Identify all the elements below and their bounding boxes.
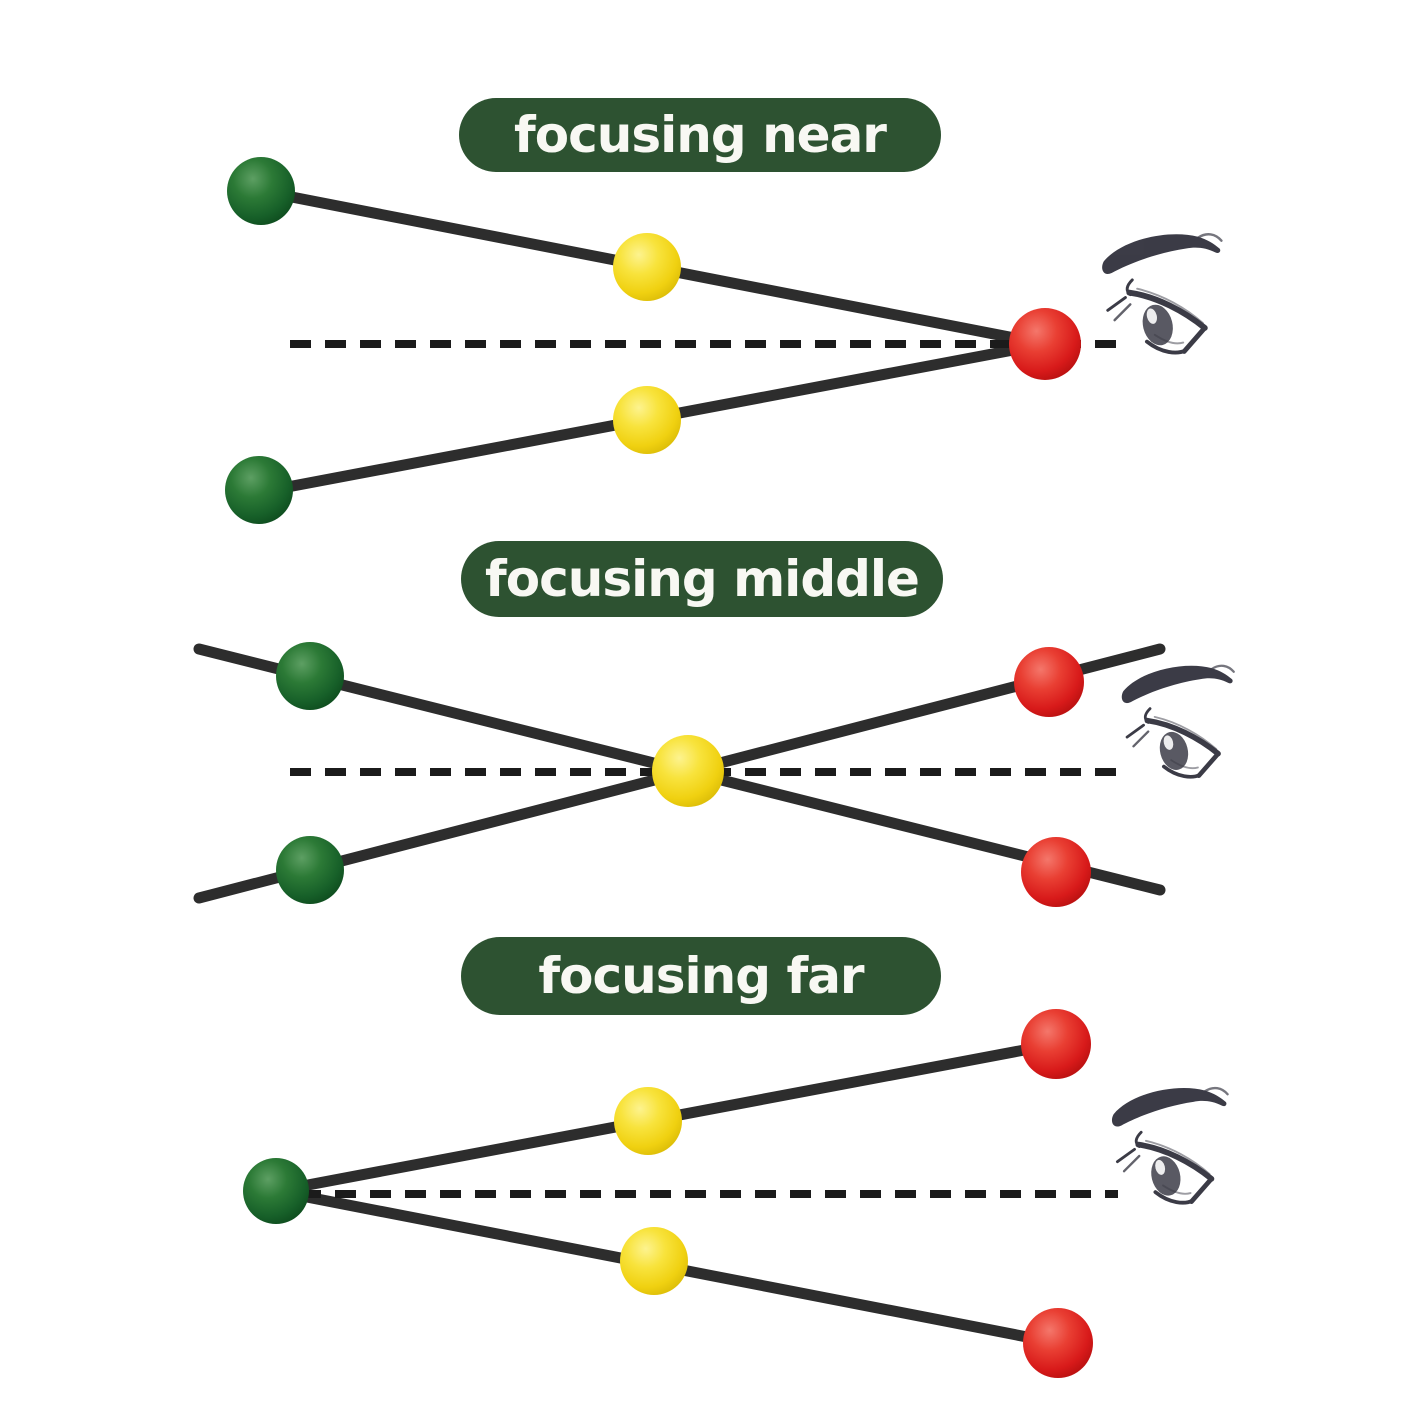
red-bead bbox=[1014, 647, 1084, 717]
red-bead bbox=[1009, 308, 1081, 380]
green-bead bbox=[225, 456, 293, 524]
outer-lash bbox=[1196, 751, 1221, 779]
green-bead bbox=[227, 157, 295, 225]
green-bead bbox=[243, 1158, 309, 1224]
upper-eyelid bbox=[1135, 1141, 1215, 1182]
green-bead bbox=[276, 642, 344, 710]
yellow-bead bbox=[613, 386, 681, 454]
panel-middle bbox=[193, 642, 1235, 907]
yellow-bead bbox=[652, 735, 724, 807]
panel-far bbox=[243, 1009, 1229, 1378]
eye-sketch bbox=[1111, 1086, 1229, 1205]
eyebrow-icon bbox=[1111, 1087, 1227, 1127]
panel-title-near-label: focusing near bbox=[514, 106, 887, 164]
panel-title-middle: focusing middle bbox=[461, 541, 943, 617]
iris-highlight bbox=[1146, 308, 1157, 324]
inner-corner-mark bbox=[1125, 723, 1145, 739]
eye-sketch bbox=[1102, 233, 1223, 355]
lower-eyelid bbox=[1162, 764, 1202, 779]
upper-eyelid-echo bbox=[1153, 715, 1218, 751]
yellow-bead bbox=[614, 1087, 682, 1155]
green-bead bbox=[276, 836, 344, 904]
panel-title-far: focusing far bbox=[461, 937, 941, 1015]
inner-corner-mark bbox=[1122, 1154, 1141, 1173]
inner-corner-mark bbox=[1132, 730, 1150, 748]
eyebrow-wisp bbox=[1203, 1086, 1229, 1096]
red-bead bbox=[1021, 837, 1091, 907]
eye-sketch bbox=[1121, 664, 1235, 779]
outer-lash bbox=[1189, 1176, 1214, 1204]
iris-highlight bbox=[1155, 1159, 1166, 1175]
lower-eyelid bbox=[1153, 1190, 1195, 1205]
upper-eyelid-echo bbox=[1144, 1139, 1211, 1176]
yellow-bead bbox=[613, 233, 681, 301]
eyebrow-wisp bbox=[1196, 233, 1223, 242]
lower-eyelid bbox=[1145, 339, 1188, 355]
eyebrow-icon bbox=[1121, 665, 1233, 704]
iris-highlight bbox=[1163, 735, 1174, 750]
eyebrow-wisp bbox=[1210, 664, 1235, 673]
panel-title-near: focusing near bbox=[459, 98, 941, 172]
panel-title-middle-label: focusing middle bbox=[485, 550, 920, 608]
panel-title-far-label: focusing far bbox=[538, 947, 864, 1005]
outer-lash bbox=[1181, 325, 1208, 354]
inner-corner-mark bbox=[1115, 1147, 1136, 1164]
panel-near bbox=[225, 157, 1223, 524]
upper-eyelid-echo bbox=[1136, 287, 1204, 325]
upper-eyelid bbox=[1126, 289, 1208, 331]
eyebrow-icon bbox=[1102, 234, 1221, 275]
red-bead bbox=[1021, 1009, 1091, 1079]
inner-corner-mark bbox=[1113, 303, 1132, 322]
yellow-bead bbox=[620, 1227, 688, 1295]
inner-corner-mark bbox=[1106, 296, 1127, 312]
upper-eyelid bbox=[1144, 717, 1221, 757]
red-bead bbox=[1023, 1308, 1093, 1378]
